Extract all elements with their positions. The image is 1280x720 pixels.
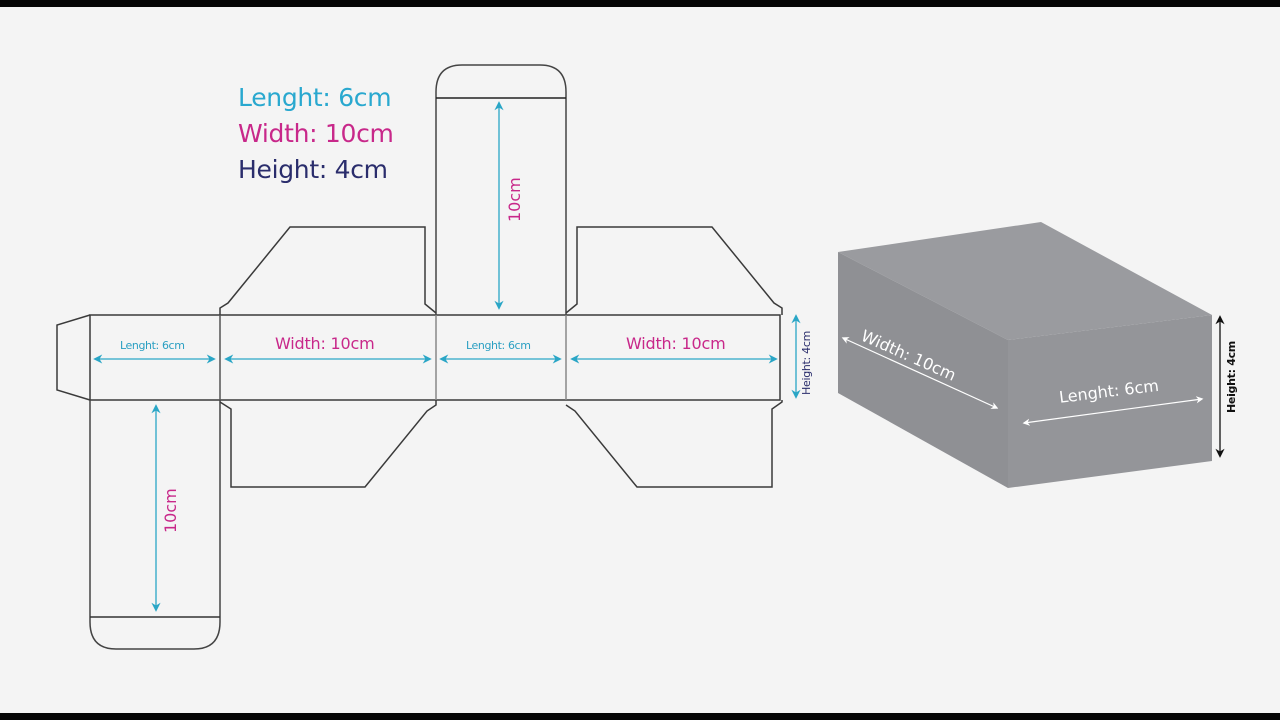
- legend-height: Height: 4cm: [238, 155, 388, 184]
- top-lid: [435, 64, 567, 315]
- box-top-face: [838, 222, 1212, 340]
- dust-flap-upper-left: [219, 226, 437, 315]
- net-strip: [89, 314, 781, 401]
- glue-tab: [56, 314, 91, 401]
- dust-flap-upper-right: [565, 226, 783, 315]
- bottom-lid: [89, 400, 221, 650]
- net-dimension-arrows: [93, 101, 801, 612]
- letterbox-top: [0, 0, 1280, 7]
- dimension-legend: Lenght: 6cm Width: 10cm Height: 4cm: [238, 80, 394, 188]
- box-3d: [838, 222, 1225, 488]
- dust-flap-lower-left: [219, 400, 437, 488]
- label-left-length: Lenght: 6cm: [120, 339, 185, 352]
- label-top-lid: 10cm: [505, 177, 524, 222]
- label-width-1: Width: 10cm: [275, 334, 375, 353]
- label-height: Height: 4cm: [800, 330, 813, 395]
- box-net: [56, 64, 783, 650]
- box-label-height: Height: 4cm: [1225, 341, 1238, 413]
- arrow-box-width: [841, 337, 999, 409]
- legend-width: Width: 10cm: [238, 119, 394, 148]
- label-bottom-lid: 10cm: [161, 488, 180, 533]
- arrow-box-length: [1022, 396, 1204, 426]
- legend-length: Lenght: 6cm: [238, 83, 392, 112]
- label-width-2: Width: 10cm: [626, 334, 726, 353]
- dust-flap-lower-right: [565, 400, 783, 488]
- label-center-length: Lenght: 6cm: [466, 339, 531, 352]
- letterbox-bottom: [0, 713, 1280, 720]
